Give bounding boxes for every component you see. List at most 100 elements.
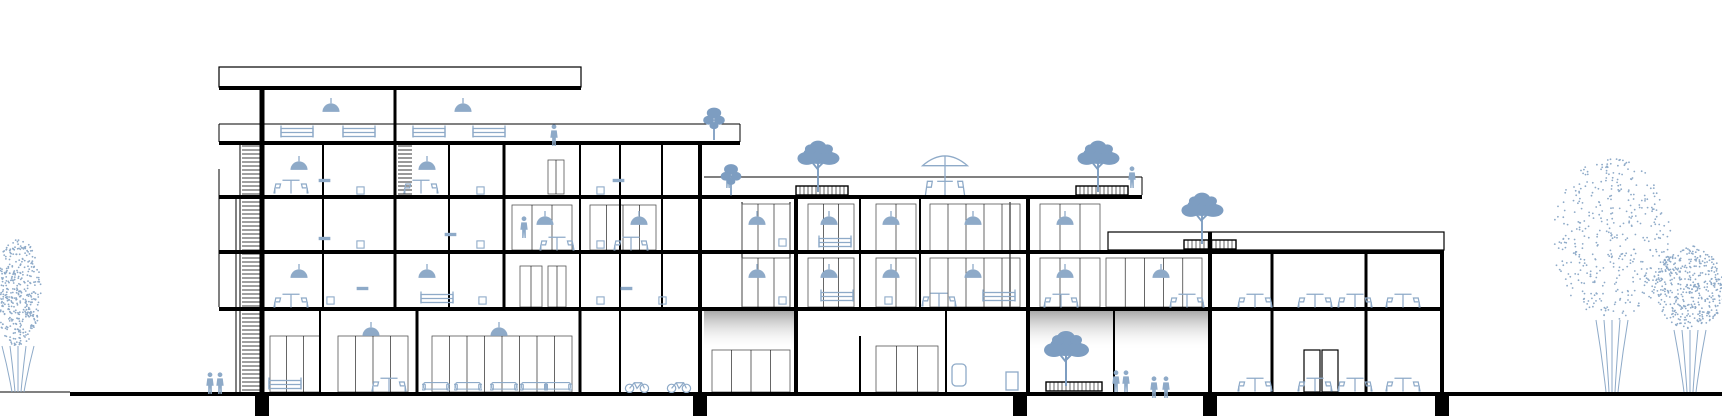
foliage-dot <box>1654 223 1657 226</box>
foliage-dot <box>1669 303 1672 306</box>
foliage-dot <box>24 290 27 292</box>
foliage-dot <box>1646 198 1649 201</box>
foliage-dot <box>1622 222 1625 225</box>
foundation-footing <box>1013 392 1027 416</box>
foliage-dot <box>1572 252 1575 255</box>
foliage-dot <box>9 316 11 319</box>
pendant-lamp-icon <box>819 211 839 226</box>
foundation-footing <box>255 392 269 416</box>
foliage-dot <box>1706 254 1709 256</box>
foliage-dot <box>17 239 20 242</box>
foliage-dot <box>26 293 29 296</box>
foliage-dot <box>1675 268 1678 270</box>
foliage-dot <box>1710 309 1713 311</box>
foliage-dot <box>1621 173 1623 176</box>
foliage-dot <box>16 287 18 289</box>
foliage-dot <box>1708 295 1711 298</box>
foliage-dot <box>1652 292 1655 294</box>
foliage-dot <box>1666 235 1669 238</box>
foliage-dot <box>1705 264 1707 267</box>
foliage-dot <box>1688 252 1691 255</box>
cabinet-icon <box>778 296 787 305</box>
foliage-dot <box>1652 187 1655 190</box>
glazing-panel <box>741 257 791 308</box>
foliage-dot <box>25 315 27 318</box>
foliage-dot <box>5 276 8 278</box>
foliage-dot <box>0 310 2 313</box>
foliage-dot <box>28 330 31 332</box>
foliage-dot <box>18 317 20 320</box>
foliage-dot <box>1644 198 1646 200</box>
foliage-dot <box>33 270 35 273</box>
foliage-dot <box>1586 303 1589 305</box>
foliage-dot <box>1605 166 1607 169</box>
foliage-dot <box>1636 273 1639 276</box>
foliage-dot <box>1640 268 1643 270</box>
foliage-dot <box>1567 237 1570 240</box>
foliage-dot <box>1600 180 1603 183</box>
foliage-dot <box>1695 265 1697 268</box>
wall <box>794 195 798 392</box>
foliage-dot <box>1661 285 1664 288</box>
foliage-dot <box>1577 202 1579 205</box>
foliage-dot <box>1698 265 1701 268</box>
foliage-dot <box>17 277 20 279</box>
foliage-dot <box>1605 177 1608 179</box>
foliage-dot <box>1655 192 1658 195</box>
foliage-dot <box>3 271 6 274</box>
foliage-dot <box>10 318 13 320</box>
foliage-dot <box>1631 215 1633 218</box>
foliage-dot <box>19 278 22 281</box>
foliage-dot <box>12 253 15 256</box>
bed-icon <box>342 124 376 139</box>
foliage-dot <box>13 305 15 308</box>
foliage-dot <box>1688 275 1691 277</box>
foliage-dot <box>1716 288 1719 291</box>
foliage-dot <box>1710 281 1712 284</box>
table-chairs-icon <box>1297 377 1333 392</box>
foliage-dot <box>1652 255 1654 257</box>
pendant-lamp-icon <box>963 264 983 279</box>
foliage-dot <box>1652 192 1655 195</box>
foliage-dot <box>12 248 15 250</box>
foliage-dot <box>1583 297 1586 300</box>
foliage-dot <box>1706 286 1709 288</box>
vegetation <box>0 106 1722 393</box>
foliage-dot <box>1617 269 1620 272</box>
pendant-lamp-icon <box>1055 264 1075 279</box>
foliage-dot <box>34 298 37 301</box>
foliage-dot <box>19 322 22 325</box>
table-chairs-icon <box>1043 293 1079 308</box>
foliage-dot <box>1578 221 1581 224</box>
foliage-dot <box>1593 294 1596 297</box>
foliage-dot <box>1584 166 1587 169</box>
foliage-dot <box>1670 282 1673 285</box>
wall <box>579 141 581 307</box>
foliage-dot <box>1564 191 1567 194</box>
foliage-dot <box>15 260 17 263</box>
foliage-dot <box>36 303 39 306</box>
planter <box>795 185 849 196</box>
foliage-dot <box>1715 262 1718 265</box>
foliage-dot <box>1633 289 1636 292</box>
foliage-dot <box>1698 294 1701 297</box>
floor-slab-level-2 <box>219 250 1142 254</box>
pendant-lamp-icon <box>361 322 381 337</box>
foliage-dot <box>1630 254 1633 257</box>
foliage-dot <box>1697 249 1700 252</box>
foliage-dot <box>1687 303 1690 306</box>
foliage-dot <box>1679 271 1681 273</box>
foliage-dot <box>1694 278 1697 281</box>
roof-parapet-east <box>1107 231 1445 251</box>
foliage-dot <box>1636 220 1639 223</box>
foliage-dot <box>1682 300 1685 303</box>
foliage-dot <box>1692 281 1695 284</box>
foliage-dot <box>1700 262 1702 265</box>
foliage-dot <box>1587 236 1590 239</box>
foliage-dot <box>17 328 20 331</box>
foliage-dot <box>4 294 7 297</box>
foliage-dot <box>1716 304 1719 307</box>
foliage-dot <box>30 296 33 298</box>
foliage-dot <box>1701 260 1704 262</box>
foliage-dot <box>1679 315 1682 318</box>
